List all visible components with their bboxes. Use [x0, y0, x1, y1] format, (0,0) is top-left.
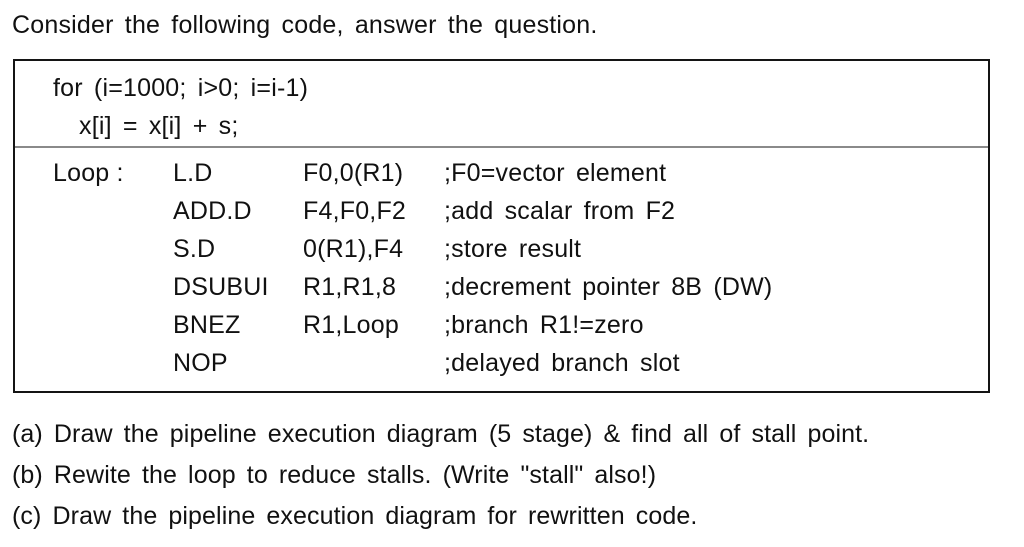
c-code-line: for (i=1000; i>0; i=i-1)	[53, 74, 309, 102]
assembly-comment: ;add scalar from F2	[444, 197, 676, 225]
assembly-row: S.D 0(R1),F4 ;store result	[15, 230, 988, 268]
assembly-opcode: ADD.D	[173, 197, 252, 225]
assembly-operands: F0,0(R1)	[303, 159, 404, 187]
assembly-row: NOP ;delayed branch slot	[15, 344, 988, 382]
intro-text: Consider the following code, answer the …	[12, 11, 598, 39]
assembly-comment: ;delayed branch slot	[444, 349, 680, 377]
assembly-opcode: L.D	[173, 159, 213, 187]
assembly-operands: F4,F0,F2	[303, 197, 407, 225]
assembly-comment: ;decrement pointer 8B (DW)	[444, 273, 773, 301]
assembly-label: Loop :	[53, 159, 124, 187]
question-item-a: (a) Draw the pipeline execution diagram …	[12, 420, 870, 448]
assembly-code-section: Loop : L.D F0,0(R1) ;F0=vector element A…	[15, 148, 988, 391]
c-code-line: x[i] = x[i] + s;	[79, 112, 239, 140]
assembly-opcode: NOP	[173, 349, 228, 377]
c-code-section: for (i=1000; i>0; i=i-1) x[i] = x[i] + s…	[15, 61, 988, 148]
assembly-row: Loop : L.D F0,0(R1) ;F0=vector element	[15, 154, 988, 192]
assembly-opcode: DSUBUI	[173, 273, 269, 301]
assembly-opcode: S.D	[173, 235, 216, 263]
code-listing-box: for (i=1000; i>0; i=i-1) x[i] = x[i] + s…	[13, 59, 990, 393]
assembly-operands: 0(R1),F4	[303, 235, 404, 263]
assembly-operands: R1,R1,8	[303, 273, 397, 301]
assembly-row: DSUBUI R1,R1,8 ;decrement pointer 8B (DW…	[15, 268, 988, 306]
assembly-comment: ;F0=vector element	[444, 159, 667, 187]
question-item-c: (c) Draw the pipeline execution diagram …	[12, 502, 698, 530]
assembly-operands: R1,Loop	[303, 311, 399, 339]
question-list: (a) Draw the pipeline execution diagram …	[12, 414, 1017, 537]
assembly-row: ADD.D F4,F0,F2 ;add scalar from F2	[15, 192, 988, 230]
assembly-comment: ;branch R1!=zero	[444, 311, 644, 339]
assembly-comment: ;store result	[444, 235, 582, 263]
question-item-b: (b) Rewite the loop to reduce stalls. (W…	[12, 461, 657, 489]
assembly-row: BNEZ R1,Loop ;branch R1!=zero	[15, 306, 988, 344]
assembly-opcode: BNEZ	[173, 311, 241, 339]
